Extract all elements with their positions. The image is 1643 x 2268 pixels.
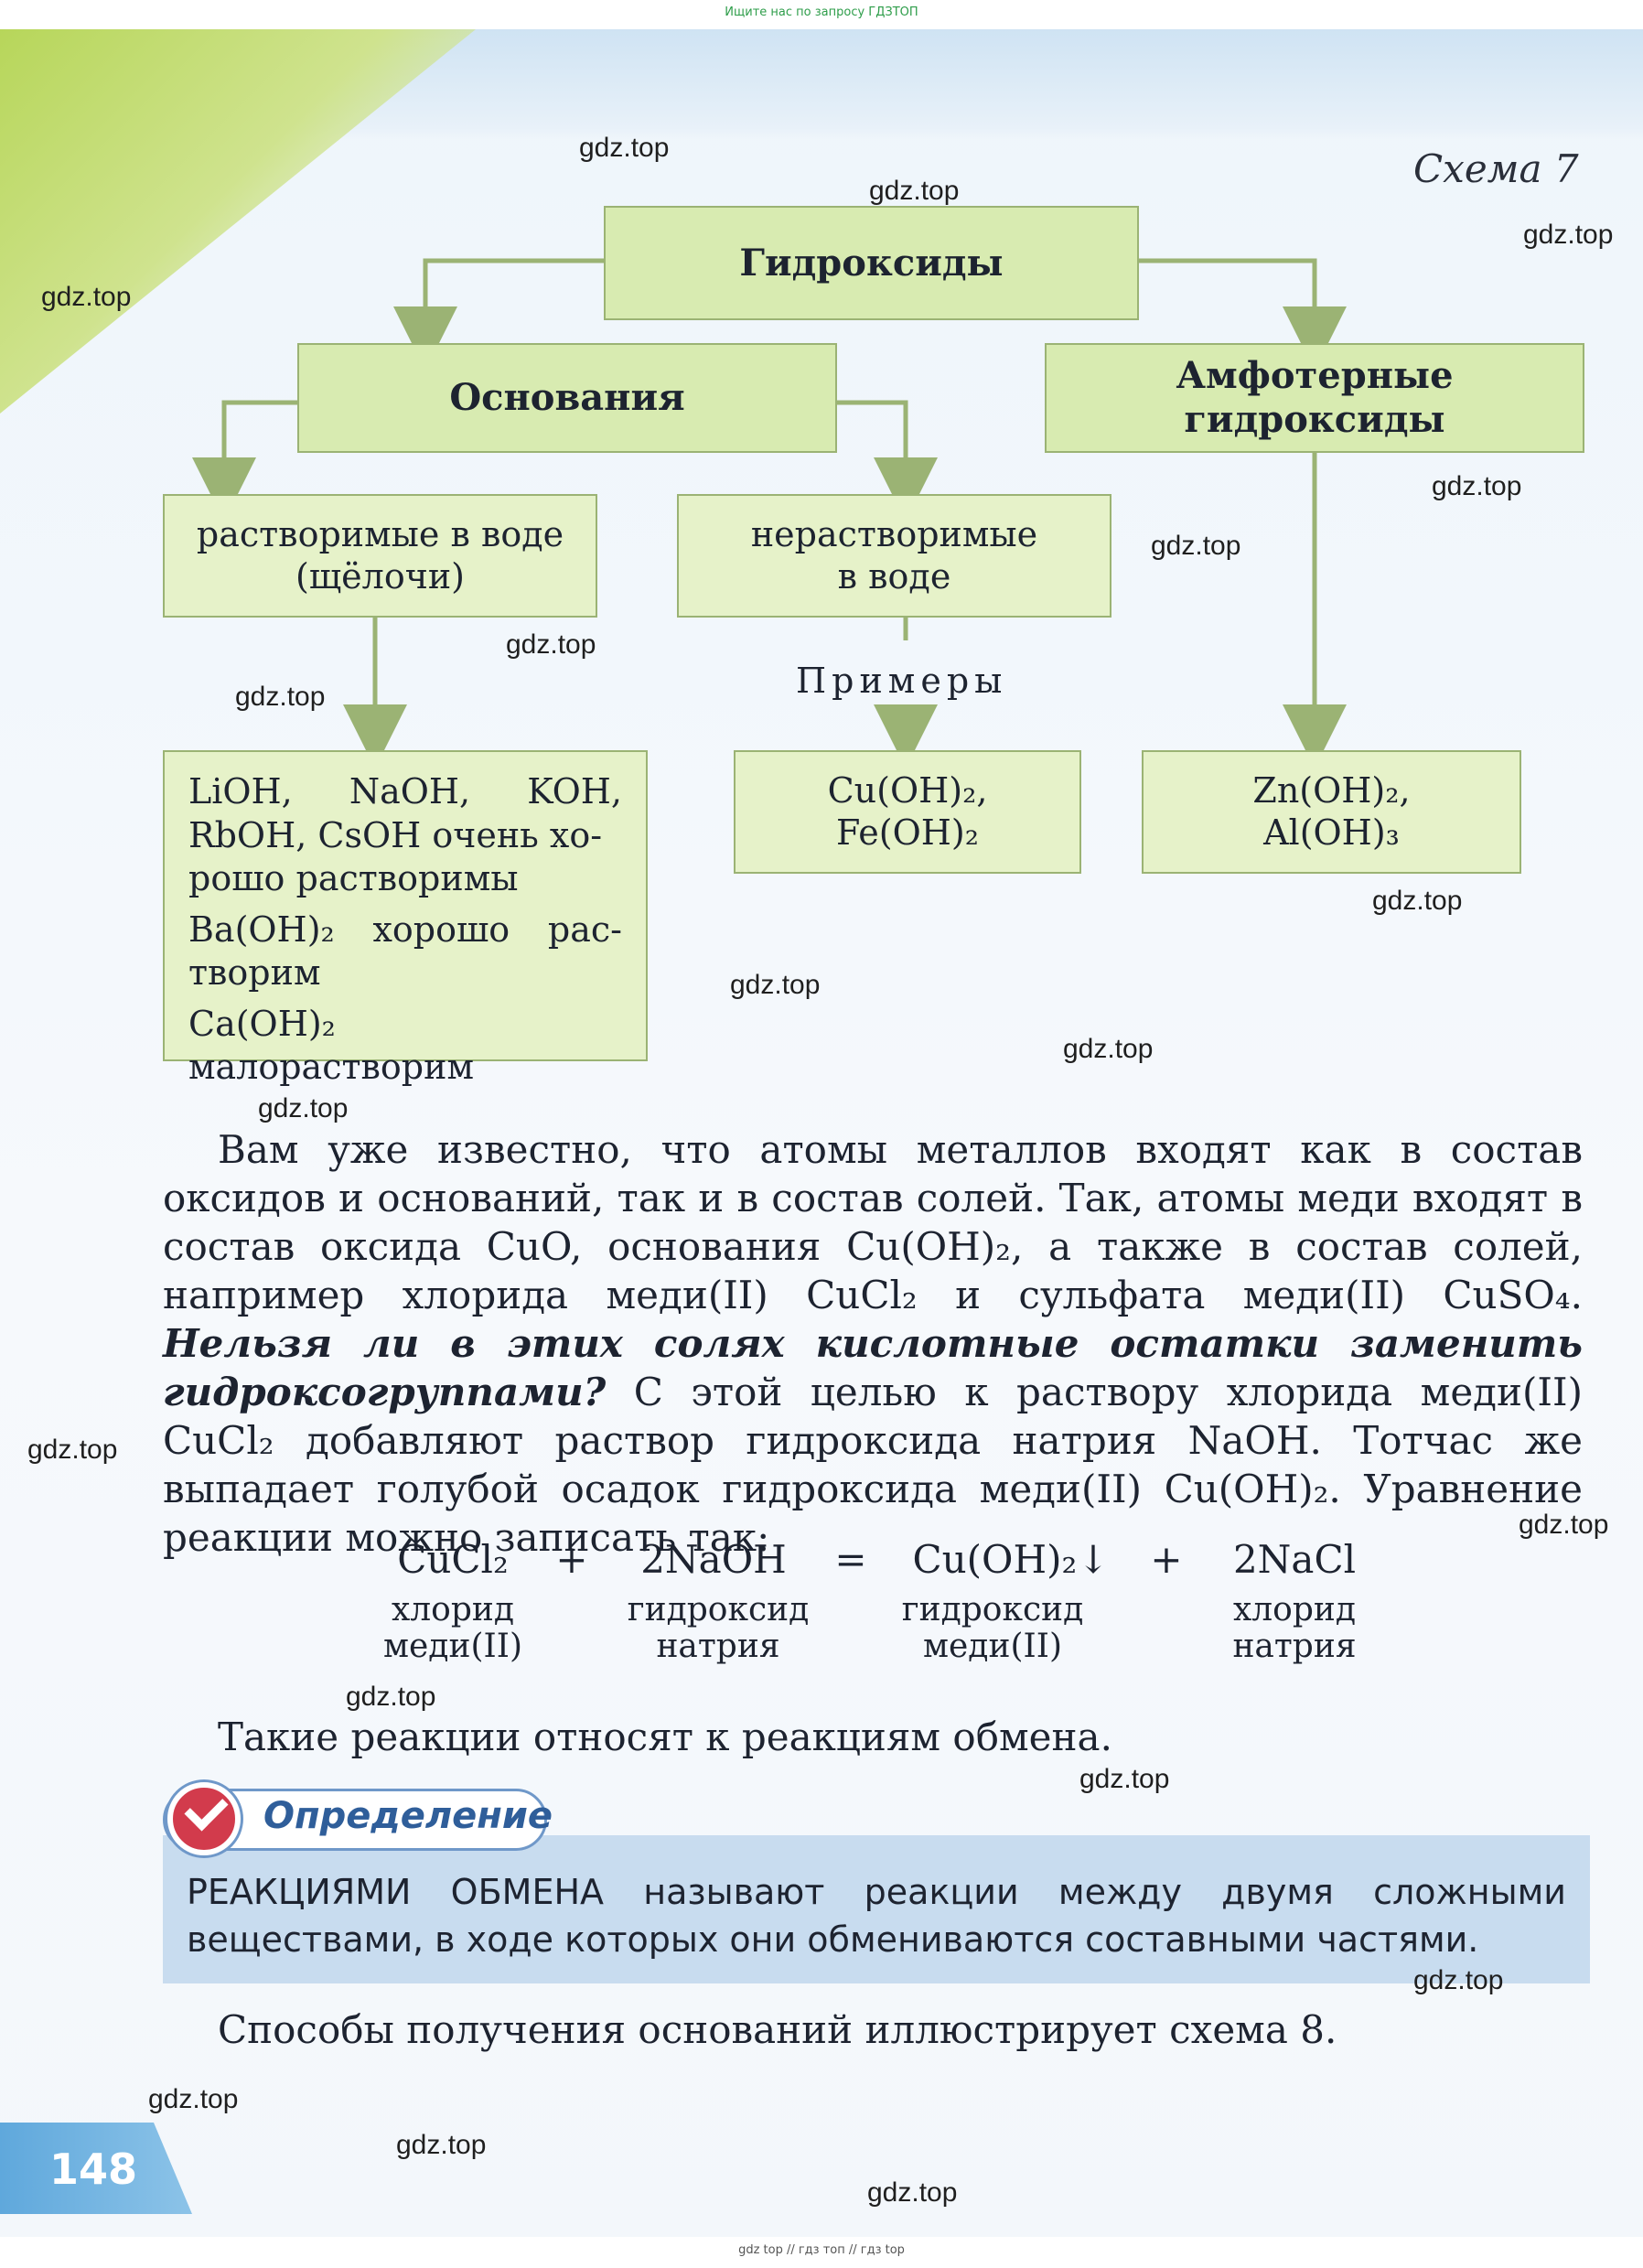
bottom-strip — [0, 2237, 1643, 2268]
node-amphoteric: Амфотерные гидроксиды — [1045, 343, 1584, 453]
main-paragraph: Вам уже известно, что атомы металлов вхо… — [163, 1127, 1583, 1560]
watermark: gdz.top — [1519, 1510, 1609, 1540]
node-insoluble: нерастворимые в воде — [677, 494, 1111, 618]
watermark: gdz.top — [1372, 886, 1463, 916]
watermark: gdz.top — [1523, 220, 1614, 250]
paragraph-scheme8: Способы получения оснований иллюстрирует… — [218, 2007, 1337, 2052]
watermark: gdz.top — [1432, 471, 1522, 501]
node-amphoteric-examples: Zn(OH)₂, Al(OH)₃ — [1142, 750, 1521, 874]
eq-term-4: 2NaCl — [1232, 1537, 1357, 1582]
node-hydroxides: Гидроксиды — [604, 206, 1139, 320]
watermark: gdz.top — [579, 133, 670, 163]
eq-term-1: CuCl₂ — [397, 1537, 509, 1582]
schema-label: Схема 7 — [1413, 146, 1579, 191]
eq-equals: = — [834, 1537, 867, 1582]
checkmark-icon — [167, 1782, 241, 1855]
eq-term-3: Cu(OH)₂↓ — [912, 1537, 1110, 1582]
definition-label: Определение — [263, 1795, 553, 1837]
node-soluble: растворимые в воде (щёлочи) — [163, 494, 597, 618]
paragraph-exchange: Такие реакции относят к реакциям обмена. — [218, 1714, 1112, 1759]
watermark: gdz.top — [41, 282, 132, 312]
watermark: gdz.top — [1079, 1764, 1170, 1794]
eq-plus-1: + — [555, 1537, 588, 1582]
watermark: gdz.top — [396, 2130, 487, 2160]
watermark: gdz.top — [1413, 1965, 1504, 1995]
watermark: gdz.top — [258, 1093, 349, 1123]
bottom-banner[interactable]: gdz top // гдз топ // гдз top — [738, 2243, 905, 2257]
page-number-tab: 148 — [0, 2123, 192, 2214]
watermark: gdz.top — [148, 2084, 239, 2114]
node-insoluble-examples: Cu(OH)₂, Fe(OH)₂ — [734, 750, 1081, 874]
watermark: gdz.top — [346, 1682, 436, 1712]
watermark: gdz.top — [235, 682, 326, 712]
diagram-arrows — [192, 258, 1347, 769]
question-italic: Нельзя ли в этих солях кислотные остатки… — [163, 1321, 1583, 1414]
definition-body: РЕАКЦИЯМИ ОБМЕНА называют реакции между … — [163, 1835, 1590, 1983]
watermark: gdz.top — [869, 176, 960, 206]
examples-label: Примеры — [796, 661, 1008, 701]
page-number: 148 — [49, 2144, 138, 2194]
top-strip — [0, 0, 1643, 29]
node-soluble-examples: LiOH, NaOH, KOH, RbOH, CsOH очень хо- ро… — [163, 750, 648, 1087]
watermark: gdz.top — [506, 629, 596, 660]
node-bases: Основания — [297, 343, 837, 453]
watermark: gdz.top — [1151, 531, 1241, 561]
watermark: gdz.top — [730, 970, 821, 1000]
watermark: gdz.top — [1063, 1034, 1154, 1064]
eq-term-2: 2NaOH — [640, 1537, 787, 1582]
watermark: gdz.top — [867, 2177, 958, 2208]
watermark: gdz.top — [27, 1435, 118, 1465]
top-banner[interactable]: Ищите нас по запросу ГДЗТОП — [725, 5, 918, 19]
eq-plus-2: + — [1150, 1537, 1183, 1582]
